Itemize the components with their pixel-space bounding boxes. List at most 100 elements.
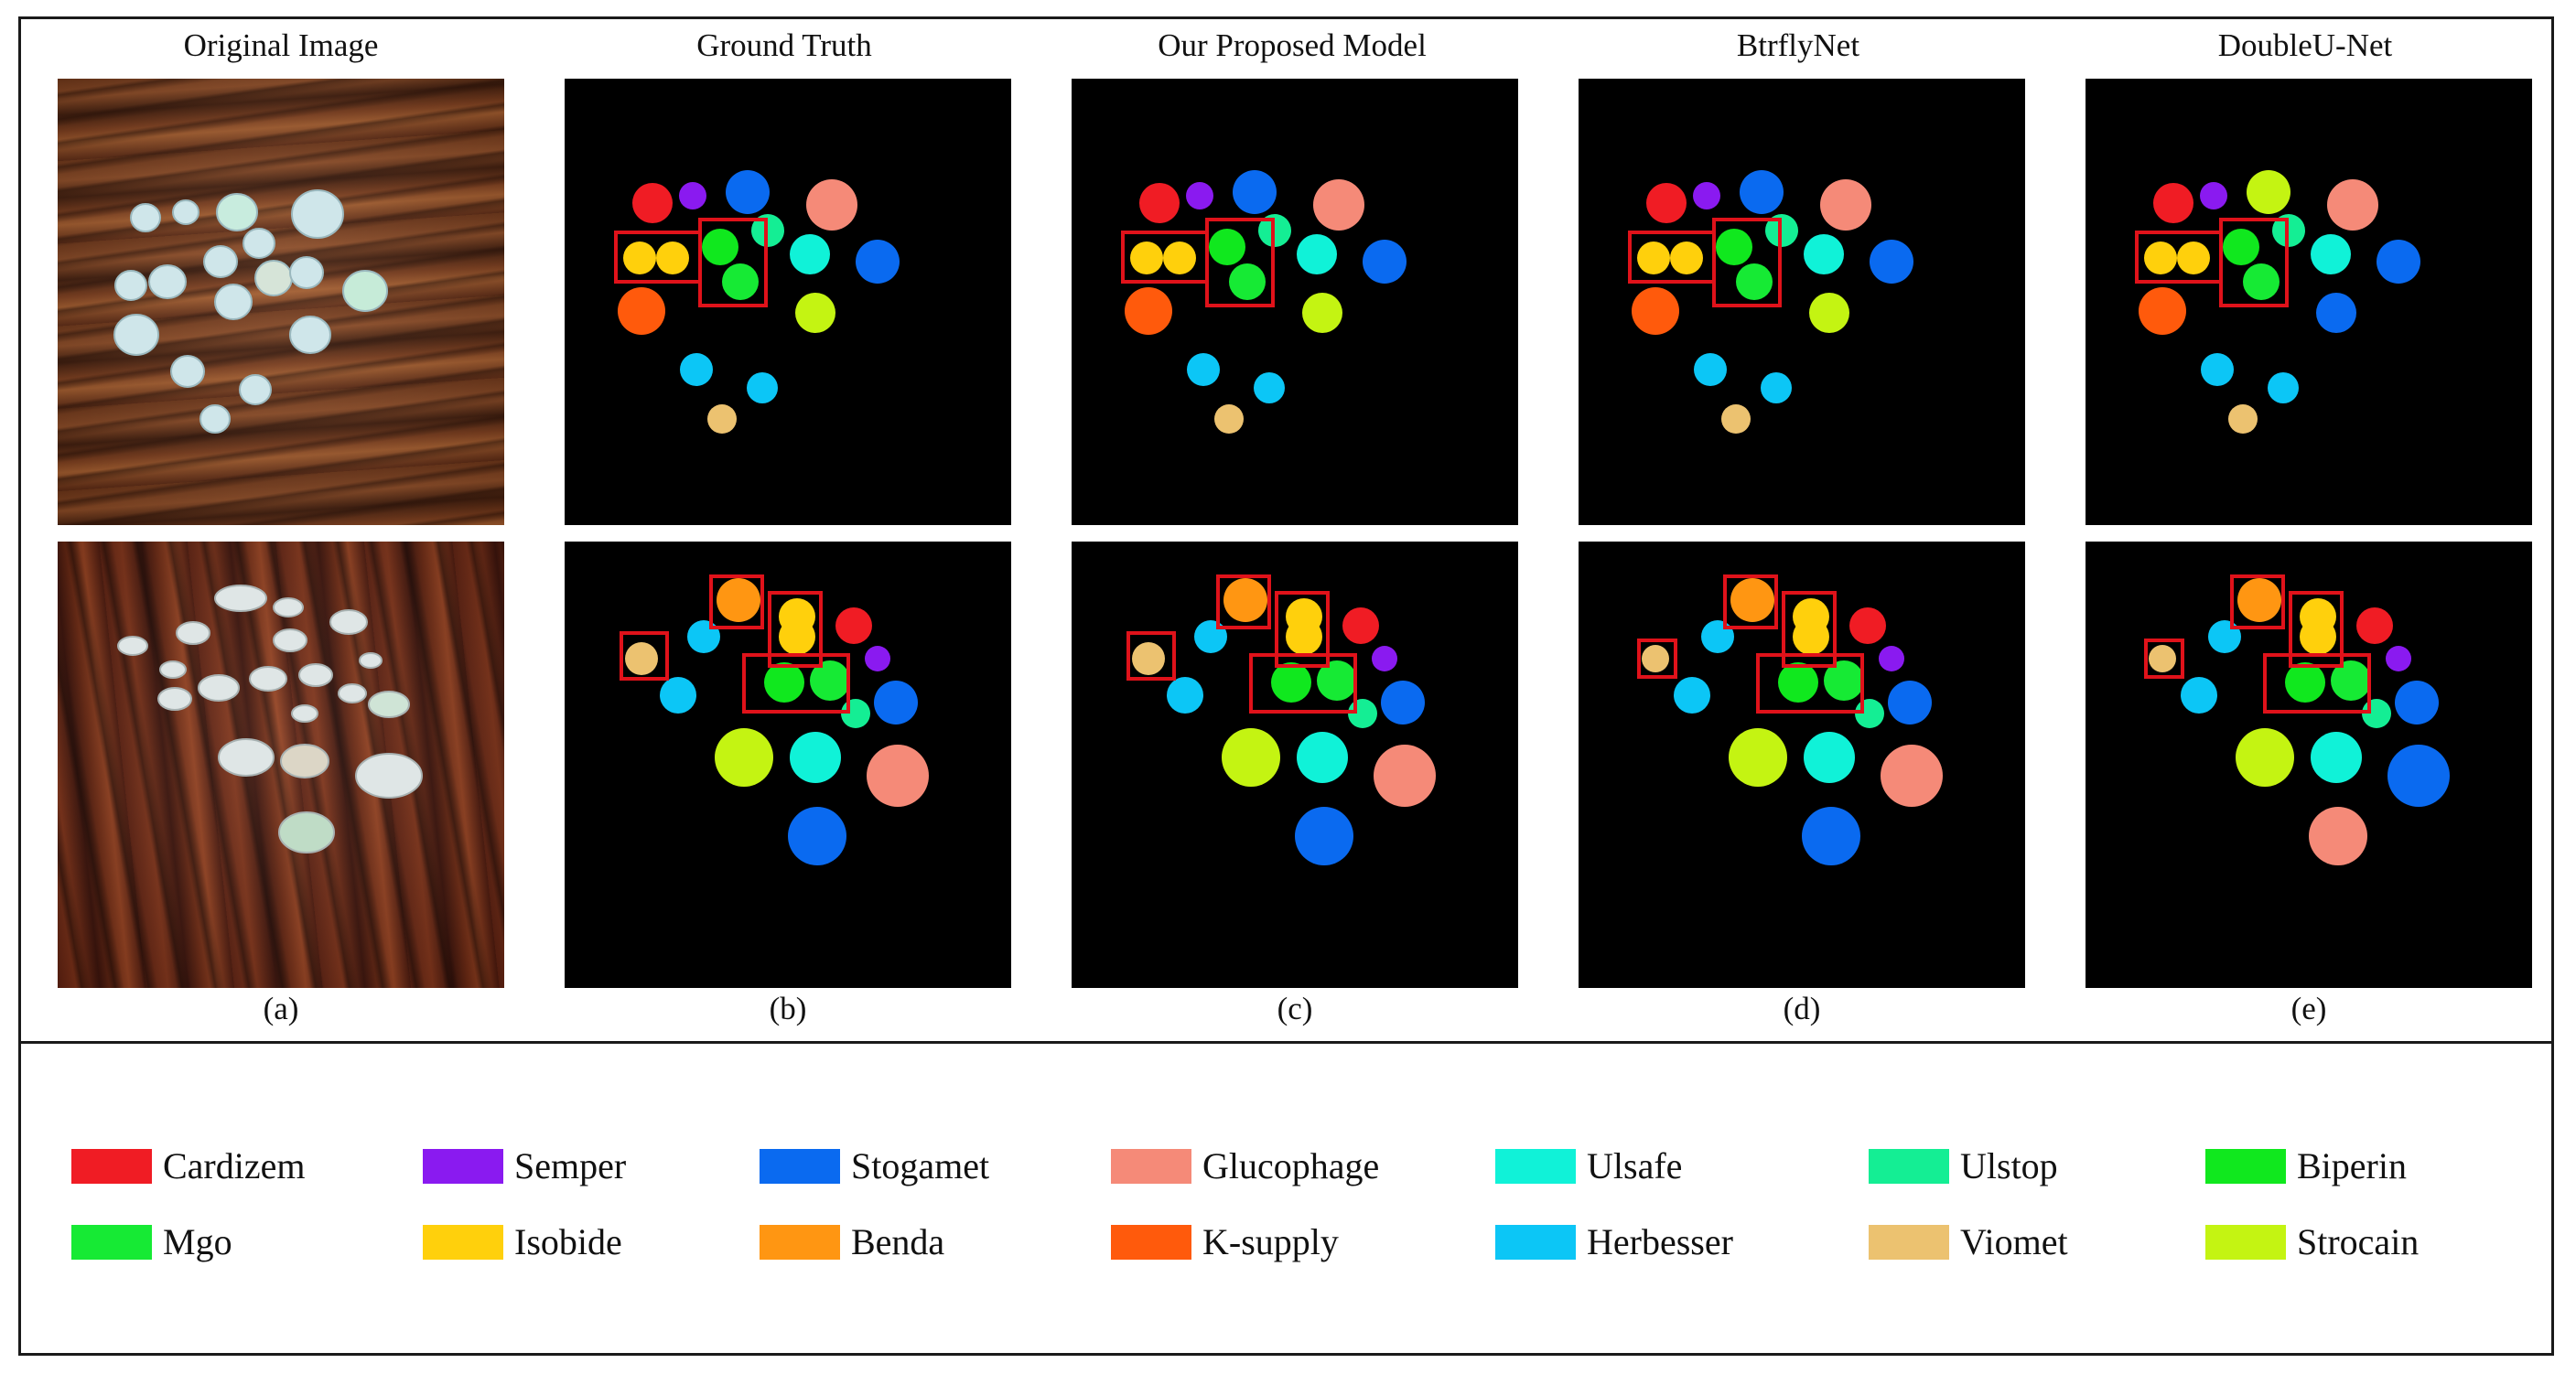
- mask-semper: [865, 646, 890, 671]
- mask-stogamet: [1888, 681, 1932, 725]
- letter-c: (c): [1277, 991, 1313, 1026]
- legend-swatch: [1869, 1149, 1949, 1184]
- legend-label: Cardizem: [163, 1145, 306, 1186]
- mask-isobide: [656, 242, 689, 274]
- mask-semper: [2200, 182, 2227, 209]
- legend-label: Strocain: [2297, 1221, 2420, 1262]
- highlight-box: [2230, 574, 2285, 629]
- title-original-image: Original Image: [183, 27, 379, 63]
- letter-b: (b): [769, 991, 807, 1026]
- legend-swatch: [760, 1225, 840, 1260]
- mask-herbesser: [2181, 677, 2217, 714]
- mask-cardizem: [2356, 607, 2393, 644]
- legend-divider: [18, 1041, 2554, 1044]
- mask-cardizem: [1849, 607, 1886, 644]
- legend-label: Glucophage: [1202, 1145, 1380, 1186]
- mask-strocain: [2236, 728, 2294, 787]
- mask-glucophage: [1313, 179, 1364, 231]
- mask-cardizem: [1342, 607, 1379, 644]
- mask-biperin: [1271, 662, 1311, 703]
- legend-label: Herbesser: [1587, 1221, 1733, 1262]
- title-doubleu-net: DoubleU-Net: [2217, 27, 2393, 63]
- mask-k-supply: [618, 287, 665, 335]
- mask-glucophage: [2309, 807, 2367, 865]
- mask-stogamet: [856, 240, 900, 284]
- mask-biperin: [2223, 229, 2259, 265]
- mask-strocain: [1302, 293, 1342, 333]
- legend-swatch: [423, 1149, 503, 1184]
- highlight-box: [1275, 591, 1330, 668]
- mask-strocain: [1809, 293, 1849, 333]
- mask-mgo: [1824, 660, 1864, 701]
- btrflynet-mask-svg-1: [1628, 170, 1913, 434]
- mask-herbesser: [1674, 677, 1710, 714]
- mask-biperin: [702, 229, 738, 265]
- mask-herbesser: [680, 353, 713, 386]
- mask-stogamet: [874, 681, 918, 725]
- highlight-box: [1782, 591, 1837, 668]
- legend-swatch: [1495, 1149, 1576, 1184]
- legend-swatch: [2205, 1225, 2286, 1260]
- mask-herbesser: [1254, 372, 1285, 403]
- mask-isobide: [1793, 618, 1829, 655]
- original-image-2: [58, 542, 504, 988]
- mask-stogamet: [1381, 681, 1425, 725]
- mask-strocain: [795, 293, 835, 333]
- mask-glucophage: [1374, 745, 1436, 807]
- btrflynet-mask-svg-2: [1637, 574, 1943, 865]
- mask-viomet: [1721, 404, 1751, 434]
- legend-label: Semper: [514, 1145, 627, 1186]
- legend-label: Benda: [851, 1221, 945, 1262]
- mask-isobide: [1670, 242, 1703, 274]
- mask-isobide: [623, 242, 656, 274]
- mask-strocain: [1729, 728, 1787, 787]
- mask-strocain: [2247, 170, 2290, 214]
- legend-label: K-supply: [1202, 1221, 1339, 1262]
- highlight-box: [2289, 591, 2344, 668]
- ground-truth-mask-svg-2: [620, 574, 929, 865]
- mask-herbesser: [1694, 353, 1727, 386]
- highlight-box: [1712, 218, 1782, 307]
- highlight-box: [1126, 631, 1176, 681]
- mask-viomet: [707, 404, 737, 434]
- mask-benda: [2237, 578, 2281, 622]
- proposed-model-mask-svg-1: [1121, 170, 1407, 434]
- mask-herbesser: [687, 620, 720, 653]
- mask-ulsafe: [790, 234, 830, 274]
- legend-label: Ulsafe: [1587, 1145, 1683, 1186]
- highlight-box: [768, 591, 823, 668]
- mask-isobide: [2300, 618, 2336, 655]
- doubleu-net-mask-svg-2: [2144, 574, 2450, 865]
- mask-isobide: [2144, 242, 2177, 274]
- mask-benda: [717, 578, 760, 622]
- legend-swatch: [1495, 1225, 1576, 1260]
- mask-isobide: [2177, 242, 2210, 274]
- mask-mgo: [2331, 660, 2371, 701]
- mask-semper: [1372, 646, 1397, 671]
- mask-stogamet: [726, 170, 770, 214]
- mask-mgo: [810, 660, 850, 701]
- mask-stogamet: [1295, 807, 1353, 865]
- mask-mgo: [722, 263, 759, 300]
- mask-biperin: [2285, 662, 2325, 703]
- doubleu-net-mask-2: [2086, 542, 2532, 988]
- mask-ulsafe: [1804, 234, 1844, 274]
- mask-glucophage: [2327, 179, 2378, 231]
- mask-cardizem: [2153, 183, 2193, 223]
- legend-swatch: [1111, 1149, 1191, 1184]
- mask-herbesser: [1701, 620, 1734, 653]
- mask-herbesser: [660, 677, 696, 714]
- mask-ulsafe: [790, 732, 841, 783]
- mask-stogamet: [2316, 293, 2356, 333]
- mask-k-supply: [2139, 287, 2186, 335]
- mask-strocain: [715, 728, 773, 787]
- legend-label: Stogamet: [851, 1145, 990, 1186]
- mask-herbesser: [2201, 353, 2234, 386]
- highlight-box: [1637, 639, 1677, 679]
- mask-isobide: [779, 618, 815, 655]
- mask-mgo: [1317, 660, 1357, 701]
- ground-truth-mask-2: [565, 542, 1011, 988]
- mask-semper: [1693, 182, 1720, 209]
- mask-isobide: [1130, 242, 1163, 274]
- mask-k-supply: [1632, 287, 1679, 335]
